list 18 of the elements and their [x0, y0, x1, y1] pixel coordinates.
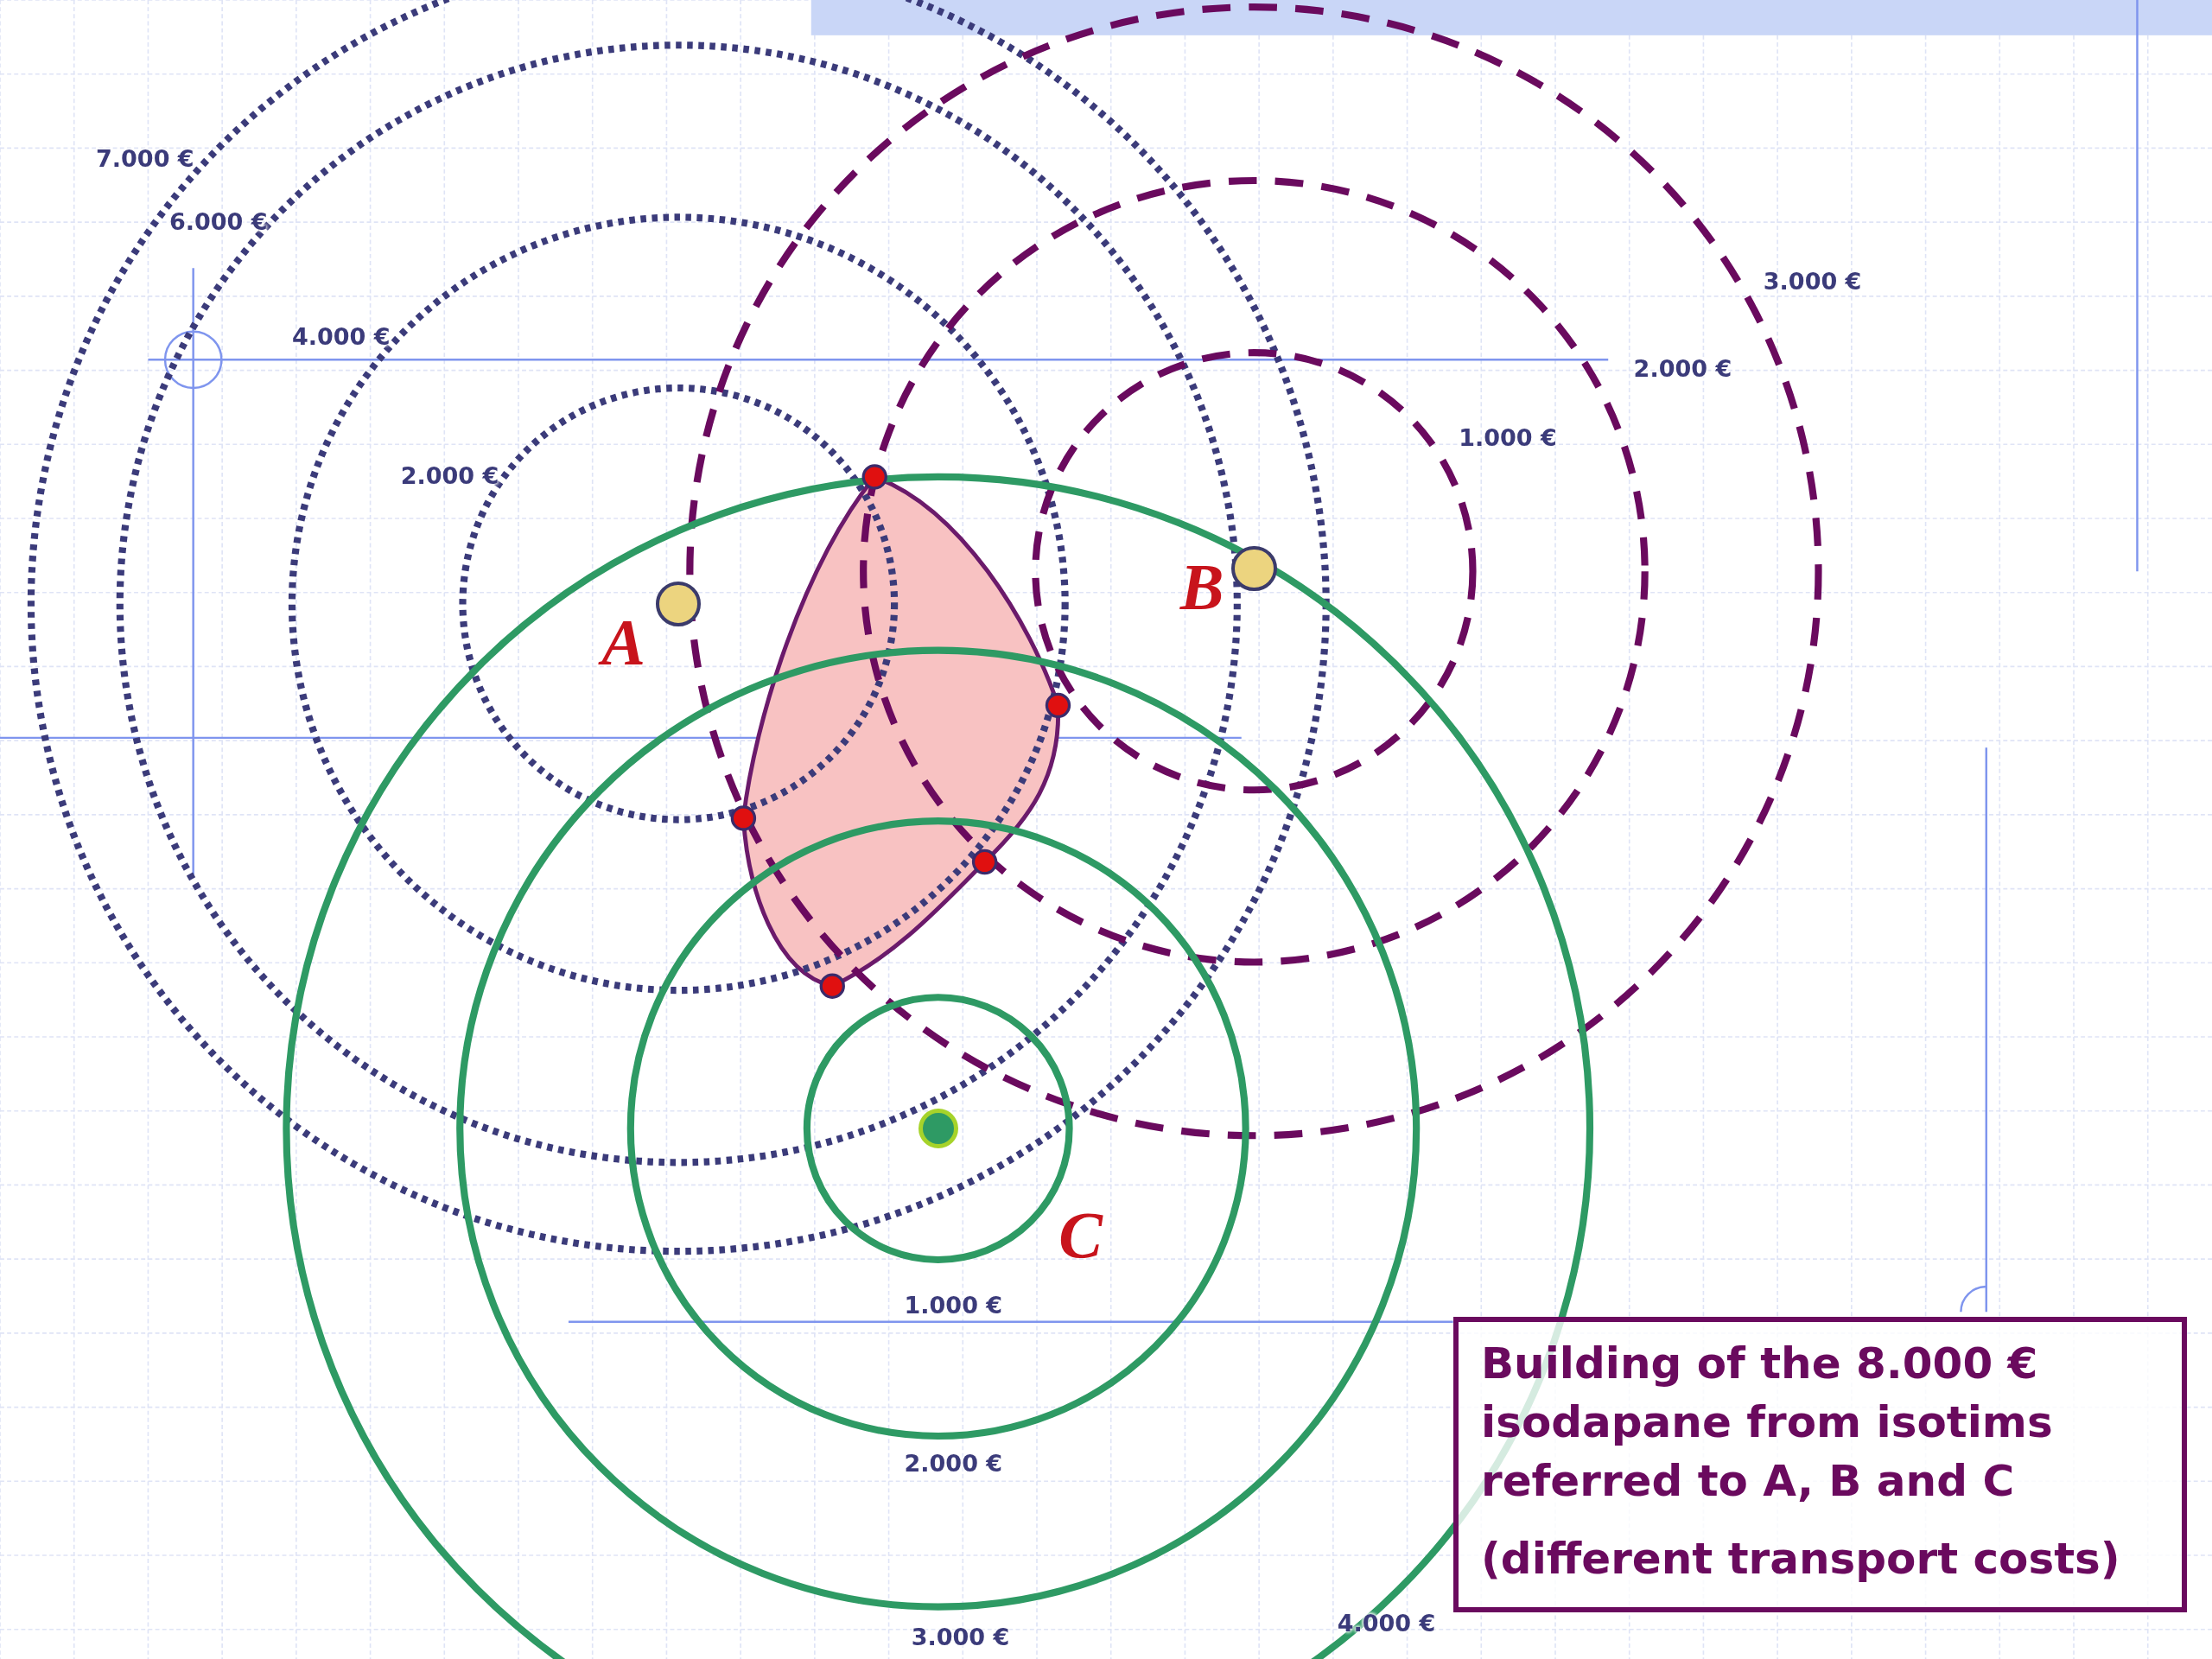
isotim-value: 2.000 €	[904, 1451, 1003, 1475]
caption-text: (different transport costs)	[1481, 1533, 2121, 1586]
point-letter: B	[1179, 554, 1224, 620]
caption-box	[1453, 1317, 2187, 1612]
isotim-value: 4.000 €	[291, 324, 391, 348]
isotim-value: 3.000 €	[911, 1624, 1010, 1649]
isotim-value: 2.000 €	[400, 463, 499, 487]
isotim-value: 1.000 €	[904, 1293, 1003, 1317]
isotim-value: 1.000 €	[1459, 425, 1557, 449]
location-point	[656, 581, 702, 626]
isotim-value: 6.000 €	[168, 209, 268, 233]
isotim-value: 3.000 €	[1763, 269, 1862, 293]
location-point	[1231, 545, 1277, 592]
isotim-value: 2.000 €	[1633, 356, 1732, 380]
point-letter: C	[1058, 1201, 1103, 1268]
location-point	[918, 1109, 958, 1148]
caption-text: Building of the 8.000 € isodapane from isotims referred to A, B and C	[1481, 1338, 2054, 1508]
isotim-value: 7.000 €	[96, 146, 194, 170]
